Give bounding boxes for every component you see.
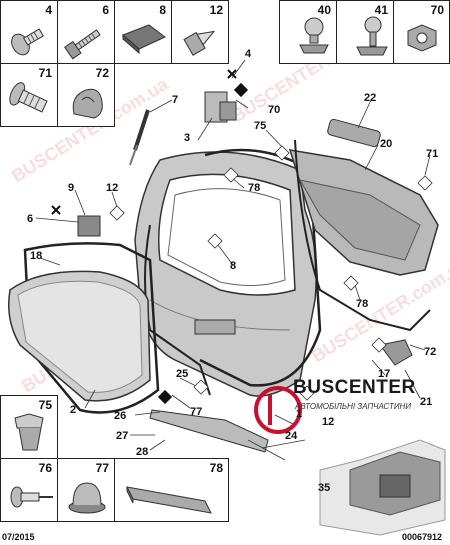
part-number: 6 [102, 3, 109, 17]
door-seal [199, 148, 322, 387]
callout-label: 6 [27, 213, 34, 225]
part-cell-70[interactable]: 70 [393, 0, 450, 64]
part-number: 76 [38, 461, 52, 475]
part-cell-12[interactable]: 12 [171, 0, 229, 64]
part-number: 71 [38, 66, 52, 80]
brand-logo: BUSCENTER АВТОМОБІЛЬНІ ЗАПЧАСТИНИ [255, 372, 435, 442]
part-cell-40[interactable]: 40 [279, 0, 337, 64]
callout-label: 28 [136, 446, 149, 458]
part-number: 75 [38, 398, 52, 412]
part-number: 12 [209, 3, 223, 17]
ball-stud-icon [356, 16, 388, 56]
rivet-icon [9, 82, 48, 113]
callout-label: 20 [380, 138, 393, 150]
inner-seal [144, 224, 211, 396]
callout-label: 78 [248, 182, 261, 194]
callout-label: 9 [68, 182, 75, 194]
bracket [77, 215, 101, 237]
callout-label: 25 [176, 368, 189, 380]
callout-label: 2 [70, 404, 77, 416]
callout-label: 70 [268, 104, 281, 116]
callout-label: 26 [114, 410, 127, 422]
clip-icon [72, 88, 103, 119]
rivet-icon [10, 486, 53, 508]
part-cell-76[interactable]: 76 [0, 458, 58, 522]
part-cell-78[interactable]: 78 [114, 458, 229, 522]
part-number: 78 [209, 461, 223, 475]
footer-date: 07/2015 [2, 532, 35, 542]
pad-icon [122, 24, 166, 55]
brand-logo-icon [254, 386, 302, 434]
part-number: 8 [159, 3, 166, 17]
callout-label: 22 [364, 92, 377, 104]
part-number: 4 [45, 3, 52, 17]
gas-strut [133, 109, 150, 151]
callout-label: 4 [245, 48, 252, 60]
nut-icon [407, 24, 437, 52]
part-number: 77 [95, 461, 109, 475]
part-number: 70 [430, 3, 444, 17]
glass-seal [23, 242, 160, 414]
callout-label: 12 [322, 416, 335, 428]
callout-label: 77 [190, 406, 203, 418]
callout-label: 75 [254, 120, 267, 132]
callout-label: 78 [356, 298, 369, 310]
callout-label: 72 [424, 346, 437, 358]
callout-label: 27 [116, 430, 129, 442]
trim-panel [288, 118, 439, 276]
bolt-icon [64, 29, 101, 60]
callout-label: 8 [230, 260, 237, 272]
callout-label: 24 [285, 430, 298, 442]
callout-label: 21 [420, 396, 433, 408]
callout-label: 71 [426, 148, 439, 160]
latch [379, 339, 413, 366]
buffer-pad-icon [126, 486, 212, 514]
part-cell-4[interactable]: 4 [0, 0, 58, 64]
part-cell-72[interactable]: 72 [57, 63, 115, 127]
part-number: 72 [95, 66, 109, 80]
brand-name: BUSCENTER [293, 377, 416, 398]
part-cell-75[interactable]: 75 [0, 395, 58, 459]
brand-tagline: АВТОМОБІЛЬНІ ЗАПЧАСТИНИ [295, 402, 412, 411]
part-number: 40 [317, 3, 331, 17]
part-number: 41 [374, 3, 388, 17]
part-cell-8[interactable]: 8 [114, 0, 172, 64]
footer-code: 00067912 [402, 532, 443, 542]
part-cell-71[interactable]: 71 [0, 63, 58, 127]
van-inset [319, 439, 446, 536]
clip-icon [14, 413, 44, 451]
screw-icon [11, 28, 44, 56]
cap-icon [68, 482, 106, 514]
callout-label: 17 [378, 368, 391, 380]
tailgate-panel [134, 151, 317, 397]
callout-label: 7 [172, 94, 179, 106]
license-strip [149, 409, 269, 453]
callout-label: 3 [184, 132, 191, 144]
part-cell-41[interactable]: 41 [336, 0, 394, 64]
clip-icon [183, 30, 216, 56]
callout-label: 12 [106, 182, 119, 194]
callout-label: 1 [296, 408, 303, 420]
callout-label: 18 [30, 250, 43, 262]
hinge [204, 91, 237, 123]
callout-label: 35 [318, 482, 331, 494]
ball-stud-icon [299, 17, 329, 54]
